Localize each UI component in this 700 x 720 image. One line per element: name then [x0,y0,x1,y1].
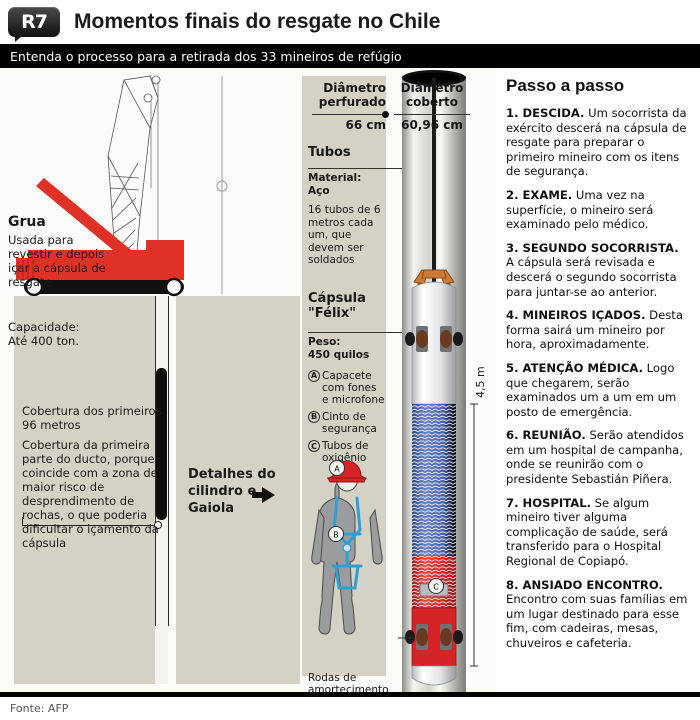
tubes-material-label: Material: [308,172,362,184]
arrow-right-icon [262,487,275,503]
step-text: A cápsula será revisada e descerá o segu… [506,255,677,299]
tubes-title: Tubos [308,145,351,160]
page-header: R7 Momentos finais do resgate no Chile [0,0,700,44]
svg-text:B: B [333,531,339,540]
steps-title: Passo a passo [506,76,625,95]
step-text: Desta forma sairá um mineiro por hora, a… [506,308,683,352]
step-text: Logo que chegarem, serão examinados um a… [506,360,677,419]
middle-column: Diâmetro perfurado 66 cm Tubos Material:… [302,68,494,700]
page-subtitle: Entenda o processo para a retirada dos 3… [10,48,402,64]
page-subtitle-bar: Entenda o processo para a retirada dos 3… [0,44,700,68]
page-footer: Fonte: AFP [0,692,700,720]
capsule-item-label: Capacete com fones e microfone [322,370,385,407]
step-item: 2. EXAME. Uma vez na superfície, o minei… [506,188,690,232]
capsule-weight: Peso: 450 quilos [308,336,386,361]
crane-description: Usada para revestir e depois içar a cáps… [8,233,106,290]
rescuer-figure-illustration: A B [311,460,383,635]
coverage-note: Cobertura dos primeiros 96 metros Cobert… [22,404,162,556]
capsule-rule [308,332,438,333]
tubes-material: Material: Aço [308,172,386,197]
marker-a-icon: A [308,370,320,382]
drilled-diameter-rule [312,114,386,115]
coverage-heading: Cobertura dos primeiros 96 metros [22,404,162,433]
marker-c-icon: C [308,440,320,453]
drilled-diameter-label: Diâmetro perfurado [318,81,386,109]
tubes-rule [308,168,418,169]
capsule-shaft-illustration: C [398,70,478,700]
step-item: 7. HOSPITAL. Se algum mineiro tiver algu… [506,496,690,569]
covered-diameter-label: Diâmetro coberto [400,81,464,109]
marker-b-icon: B [308,411,320,424]
step-text: Se algum mineiro tiver alguma complicaçã… [506,495,668,569]
ground-panel-left [14,296,166,684]
step-number: 2. EXAME. [506,187,573,202]
step-number: 3. SEGUNDO SOCORRISTA. [506,240,679,255]
list-item: A Capacete com fones e microfone [308,370,386,406]
coverage-body: Cobertura da primeira parte do ducto, po… [22,438,159,551]
step-text: Uma vez na superfície, o mineiro será ex… [506,187,654,232]
details-arrow-stem [252,492,264,498]
coverage-leader-tick [22,517,23,526]
svg-text:C: C [433,583,439,592]
step-number: 8. ANSIADO ENCONTRO. [506,577,663,592]
step-number: 6. REUNIÃO. [506,428,586,443]
step-item: 8. ANSIADO ENCONTRO. Encontro com suas f… [506,578,690,651]
infographic-canvas: Grua Usada para revestir e depois içar a… [0,68,700,700]
steps-column: Passo a passo 1. DESCIDA. Um socorrista … [496,68,700,700]
capsule-height-dimension: 4,5 m [474,366,487,398]
list-item: B Cinto de segurança [308,411,386,435]
crane-capacity-value: Até 400 ton. [8,334,79,349]
capsule-parts-list: A Capacete com fones e microfone B Cinto… [308,370,386,469]
step-item: 4. MINEIROS IÇADOS. Desta forma sairá um… [506,308,690,352]
r7-logo: R7 [8,7,60,42]
shaft-wall-left [155,296,156,626]
svg-text:A: A [334,465,340,474]
r7-logo-text: R7 [21,11,48,33]
capsule-weight-value: 450 quilos [308,348,370,361]
shaft-casing [156,368,167,520]
crane-capacity-label: Capacidade: [8,320,80,334]
crane-illustration [16,75,228,297]
step-number: 4. MINEIROS IÇADOS. [506,308,646,323]
left-column: Grua Usada para revestir e depois içar a… [0,68,300,700]
capsule-weight-label: Peso: [308,336,341,348]
drilled-diameter-value: 66 cm [345,118,387,132]
covered-diameter-value: 60,96 cm [401,118,463,132]
details-callout-text: Detalhes do cilindro e Gaiola [188,467,276,517]
source-label: Fonte: AFP [10,702,69,715]
step-number: 1. DESCIDA. [506,106,585,120]
step-item: 3. SEGUNDO SOCORRISTA. A cápsula será re… [506,241,690,299]
crane-capacity: Capacidade: Até 400 ton. [8,320,118,348]
crane-title: Grua [8,214,46,230]
step-item: 1. DESCIDA. Um socorrista da exército de… [506,106,690,179]
tubes-description: 16 tubos de 6 metros cada um, que devem … [308,204,381,267]
capsule-title: Cápsula "Félix" [308,291,366,321]
step-text: Encontro com suas famílias em um lugar d… [506,592,688,650]
step-text: Serão atendidos em um hospital de campan… [506,428,684,487]
page-title: Momentos finais do resgate no Chile [74,10,441,33]
step-number: 5. ATENÇÃO MÉDICA. [506,360,643,375]
crane-label: Grua Usada para revestir e depois içar a… [8,214,120,289]
capsule-item-label: Cinto de segurança [322,411,377,436]
tubes-material-value: Aço [308,184,330,197]
step-item: 6. REUNIÃO. Serão atendidos em um hospit… [506,428,690,486]
step-text: Um socorrista da exército descerá na cáp… [506,106,687,179]
shaft-wall-right [168,296,169,626]
drilled-diameter-dot [382,111,389,118]
covered-diameter-rule [394,114,470,115]
details-callout: Detalhes do cilindro e Gaiola [188,466,284,517]
step-item: 5. ATENÇÃO MÉDICA. Logo que chegarem, se… [506,361,690,419]
step-number: 7. HOSPITAL. [506,495,591,510]
ground-panel-right [176,296,300,684]
coverage-leader-dot [154,521,162,529]
coverage-leader-line [22,525,158,526]
